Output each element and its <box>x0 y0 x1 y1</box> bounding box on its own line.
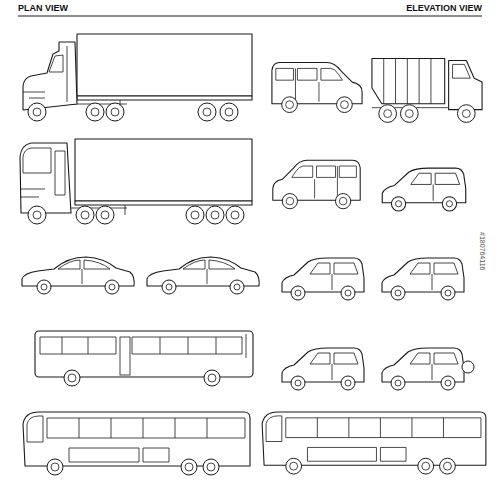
city-bus <box>35 331 253 386</box>
hatchback <box>282 258 364 300</box>
heading-text: PLAN VIEW <box>18 3 68 13</box>
coach-bus <box>23 412 250 475</box>
semi-truck <box>23 34 252 121</box>
van <box>272 63 362 113</box>
van <box>273 160 360 208</box>
spare-tire <box>462 361 474 373</box>
hatchback <box>282 348 364 390</box>
view-heading: ELEVATION VIEW <box>406 3 482 13</box>
watermark-text: #180764116 <box>479 232 486 270</box>
dump-truck <box>372 59 482 123</box>
heading-text: ELEVATION VIEW <box>406 3 482 13</box>
sedan <box>147 257 259 294</box>
watermark-id: #180764116 <box>479 232 486 270</box>
cabover-truck <box>20 139 252 224</box>
hatchback <box>382 168 465 211</box>
header-rule <box>18 16 482 17</box>
coach-bus <box>262 412 486 474</box>
view-heading: PLAN VIEW <box>18 3 68 13</box>
sedan <box>22 257 134 294</box>
hatchback <box>382 258 464 300</box>
hatchback <box>382 348 464 390</box>
